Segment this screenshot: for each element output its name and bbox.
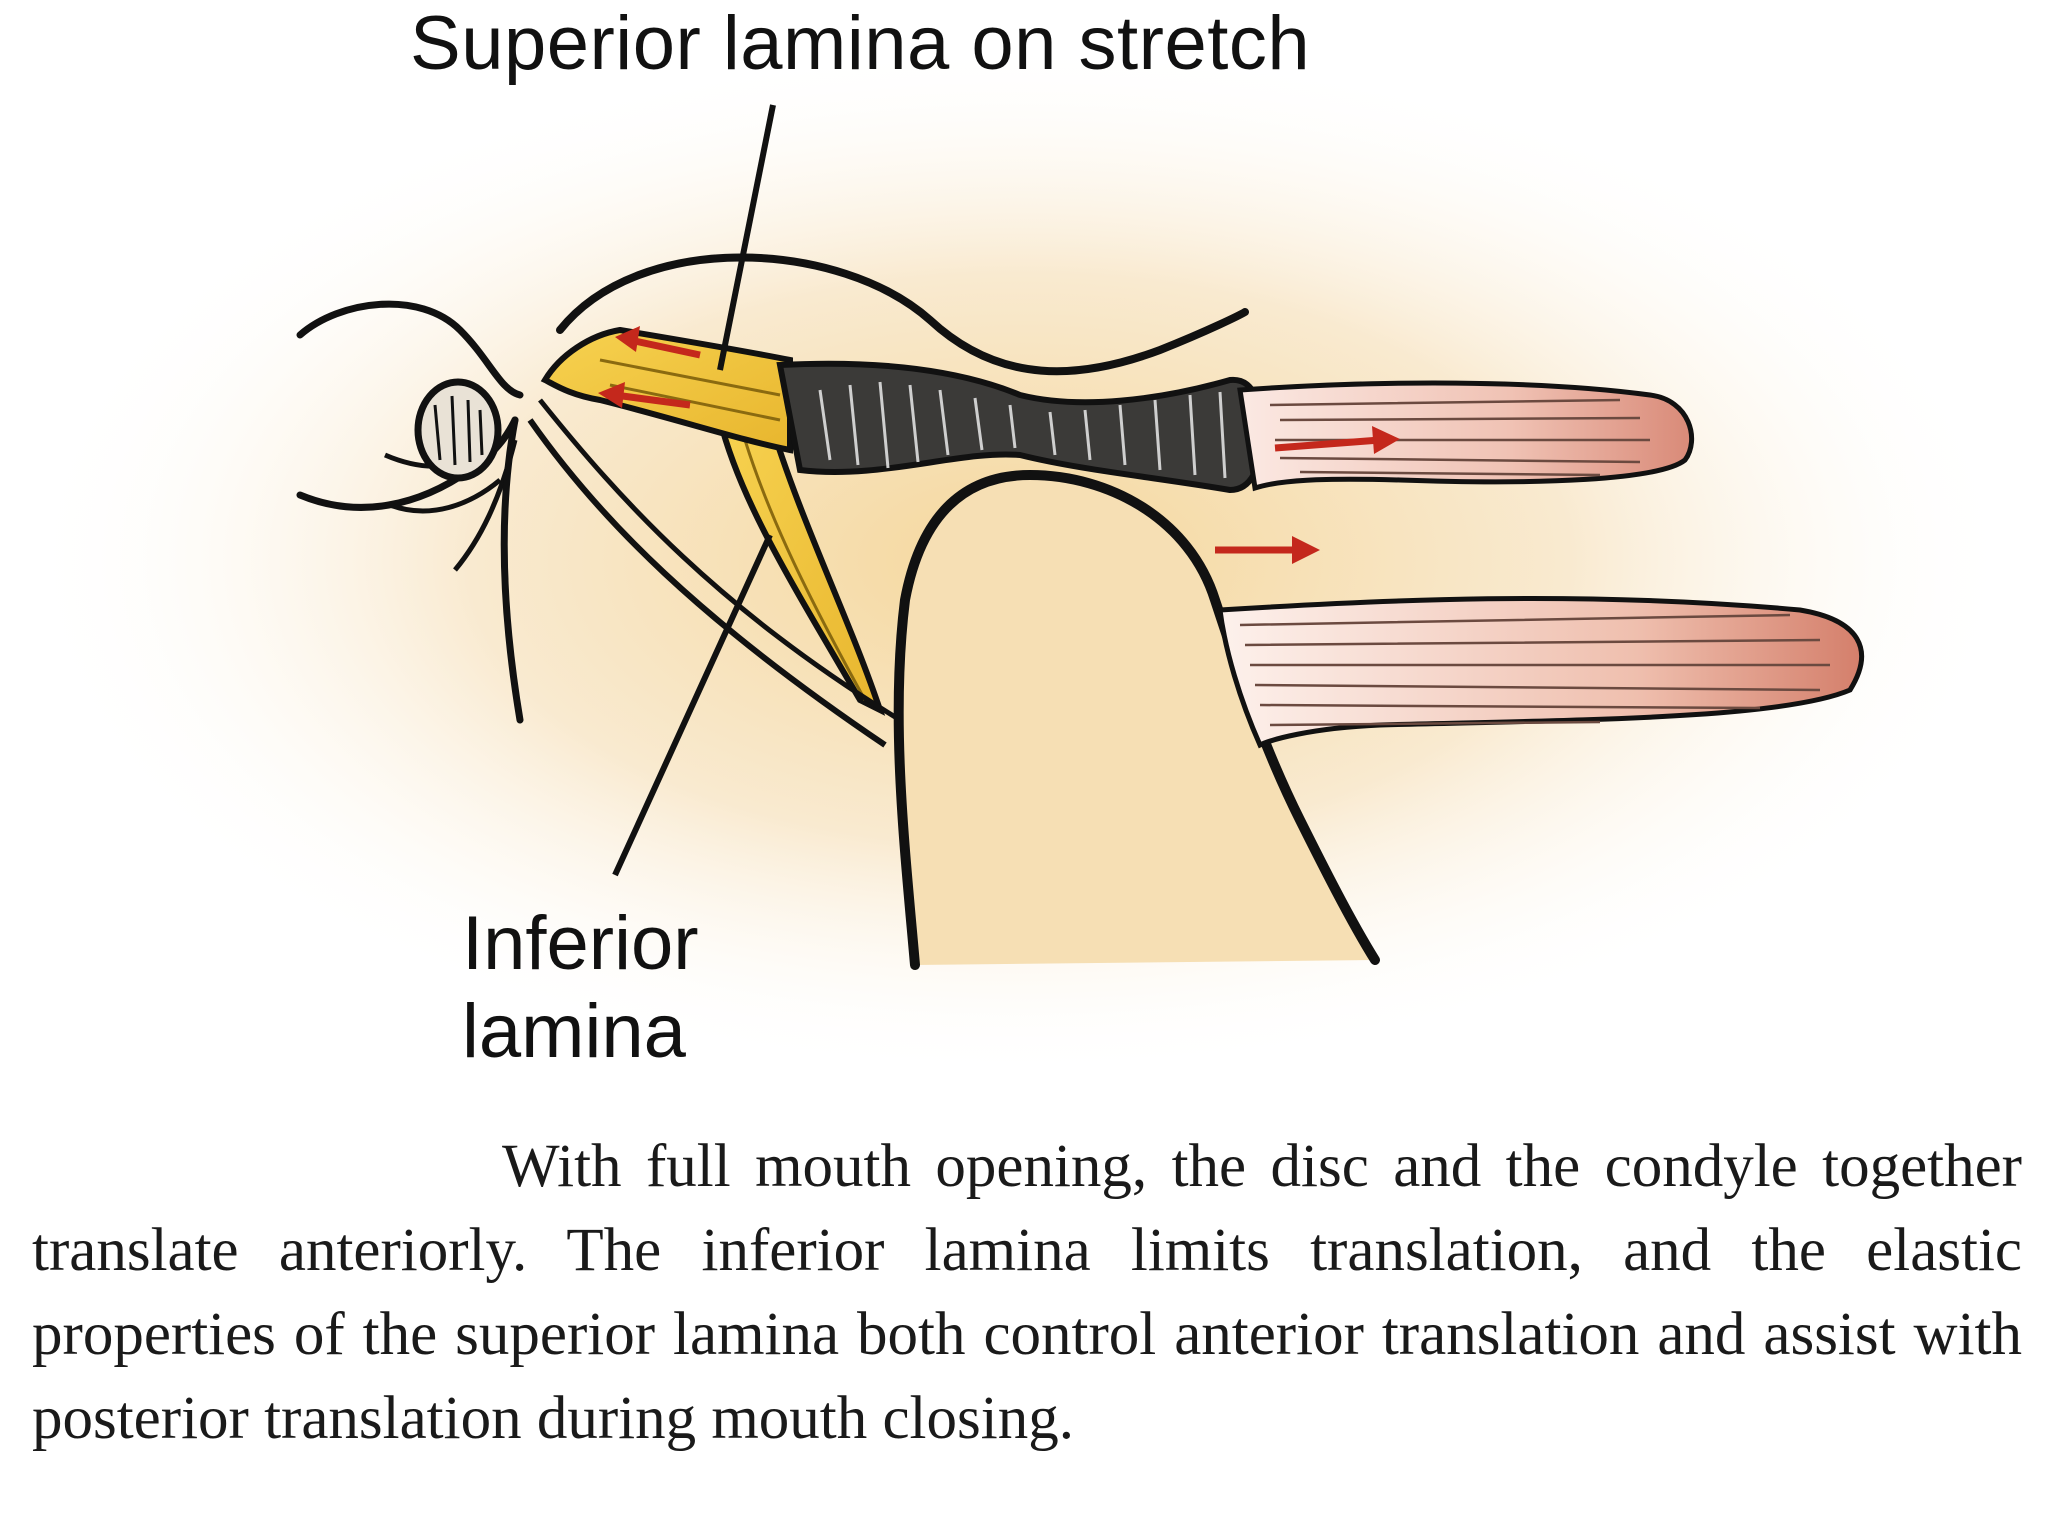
- arrow-superior-b: [614, 391, 691, 409]
- articular-fossa-outline: [556, 253, 1249, 376]
- retrodiscal-line-a: [296, 300, 524, 399]
- disc-texture: [818, 381, 1227, 479]
- label-inferior-line2: lamina: [462, 989, 686, 1074]
- label-superior-lamina: Superior lamina on stretch: [410, 1, 1311, 86]
- retrodiscal-line-d: [389, 478, 502, 514]
- retrodiscal-line-f: [500, 416, 524, 724]
- figure-caption: With full mouth opening, the disc and th…: [32, 1133, 2022, 1452]
- condyle: [893, 469, 1380, 970]
- arrow-upper-head: [1274, 436, 1381, 452]
- tmj-diagram: [20, 40, 2020, 1080]
- label-inferior-lamina: Inferior lamina: [462, 900, 699, 1076]
- ligament-line-a: [527, 418, 887, 748]
- leader-inferior: [612, 533, 773, 877]
- label-inferior-line1: Inferior: [462, 901, 699, 986]
- tympanic-structure: [414, 378, 502, 482]
- ligament-line-b: [538, 398, 902, 723]
- arrow-superior-a: [629, 336, 701, 359]
- leader-superior: [717, 104, 776, 371]
